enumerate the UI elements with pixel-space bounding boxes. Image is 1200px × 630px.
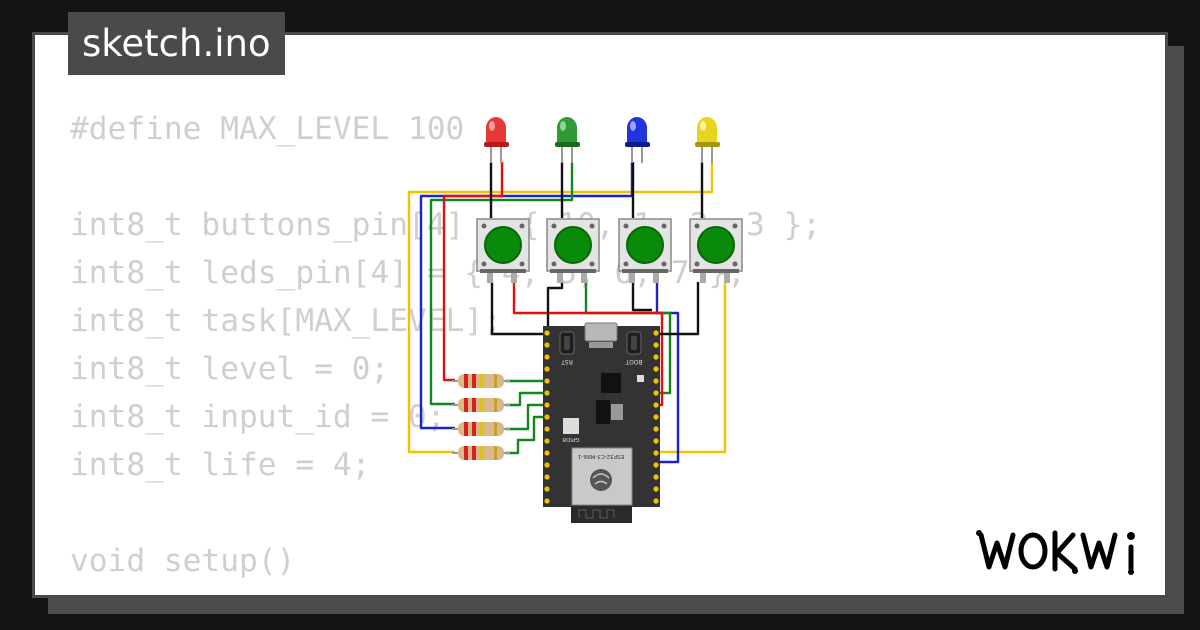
code-line: int8_t leds_pin[4] = { 4, 5, 6, 7 }; <box>70 255 746 291</box>
led-green[interactable] <box>555 117 580 163</box>
module-label: ESP32-C3-MINI-1 <box>578 453 624 459</box>
rst-label: RST <box>561 358 573 365</box>
wire-black <box>631 282 652 312</box>
wire-black <box>652 282 700 336</box>
header-pins <box>544 330 659 504</box>
wokwi-logo <box>976 530 1135 575</box>
code-line: #define MAX_LEVEL 100 <box>70 111 465 147</box>
boot-button[interactable] <box>626 331 642 355</box>
resistor[interactable] <box>452 374 510 388</box>
wire-black <box>546 282 564 334</box>
led-yellow[interactable] <box>695 117 720 163</box>
led-blue[interactable] <box>625 117 650 163</box>
resistor[interactable] <box>452 398 510 412</box>
wire-black <box>490 282 548 336</box>
code-line: int8_t task[MAX_LEVEL]; <box>70 303 502 339</box>
wires <box>407 162 727 464</box>
gpio8-label: GPIO8 <box>562 436 580 442</box>
resistor[interactable] <box>452 422 510 436</box>
file-tab[interactable]: sketch.ino <box>68 12 285 75</box>
code-line: void setup() <box>70 543 296 579</box>
resistors <box>452 374 510 460</box>
wire-yellow <box>407 162 714 454</box>
code-line: { <box>70 585 821 595</box>
boot-label: BOOT <box>625 358 642 365</box>
push-button[interactable] <box>476 218 530 283</box>
wire-green <box>505 403 545 431</box>
rst-button[interactable] <box>559 331 575 355</box>
push-button[interactable] <box>618 218 672 283</box>
code-line: int8_t level = 0; <box>70 351 390 387</box>
wire-blue <box>652 282 680 464</box>
wire-yellow <box>652 282 727 454</box>
code-line: int8_t input_id = 0; <box>70 399 446 435</box>
wire-green <box>429 162 574 406</box>
esp32-c3-board[interactable]: RST BOOT GPIO8 ESP32-C3-MINI-1 <box>543 322 660 523</box>
push-buttons <box>476 218 743 283</box>
wire-green <box>505 415 545 455</box>
leds <box>484 117 720 163</box>
push-button[interactable] <box>689 218 743 283</box>
resistor[interactable] <box>452 446 510 460</box>
wire-green <box>584 282 672 395</box>
led-red[interactable] <box>484 117 509 163</box>
push-button[interactable] <box>546 218 600 283</box>
wire-red <box>442 162 504 382</box>
wire-green <box>505 391 545 407</box>
code-line: int8_t life = 4; <box>70 447 371 483</box>
